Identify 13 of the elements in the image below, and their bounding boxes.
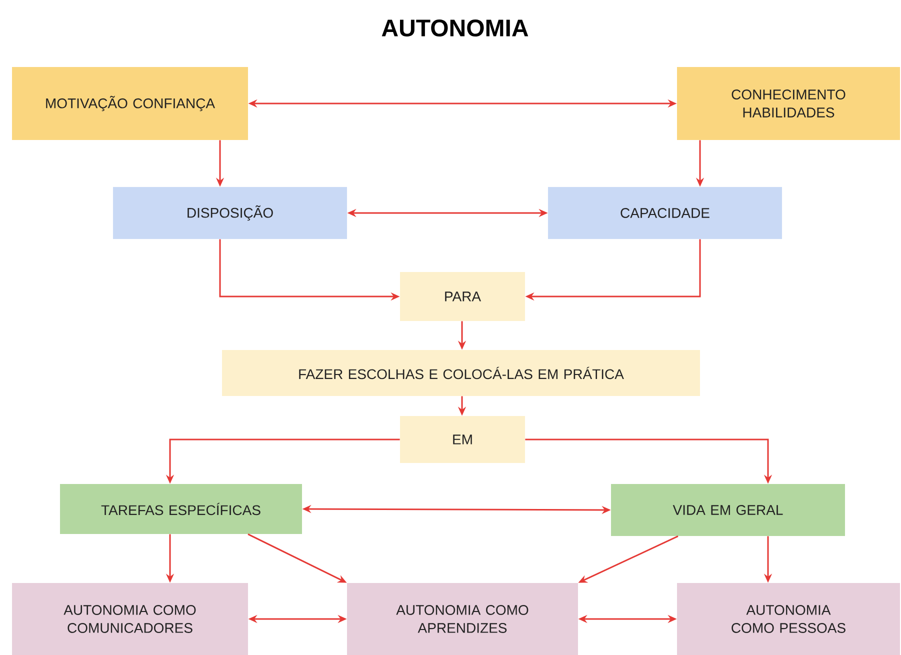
title: AUTONOMIA xyxy=(382,20,528,36)
text-box: FAZER ESCOLHAS E COLOCÁ-LAS EM PRÁTICA xyxy=(222,350,700,396)
text-box: CAPACIDADE xyxy=(548,187,782,239)
text-box: PARA xyxy=(400,272,525,321)
text-box: CONHECIMENTO HABILIDADES xyxy=(677,67,900,140)
text-box: VIDA EM GERAL xyxy=(611,484,845,536)
text-box: AUTONOMIA COMO PESSOAS xyxy=(677,583,900,655)
text-box: AUTONOMIA COMO COMUNICADORES xyxy=(12,583,248,655)
text-box: TAREFAS ESPECÍFICAS xyxy=(60,484,302,534)
text-box: AUTONOMIA COMO APRENDIZES xyxy=(347,583,578,655)
text-box: DISPOSIÇÃO xyxy=(113,187,347,239)
text-box: MOTIVAÇÃO CONFIANÇA xyxy=(12,67,248,140)
text-box: EM xyxy=(400,416,525,463)
